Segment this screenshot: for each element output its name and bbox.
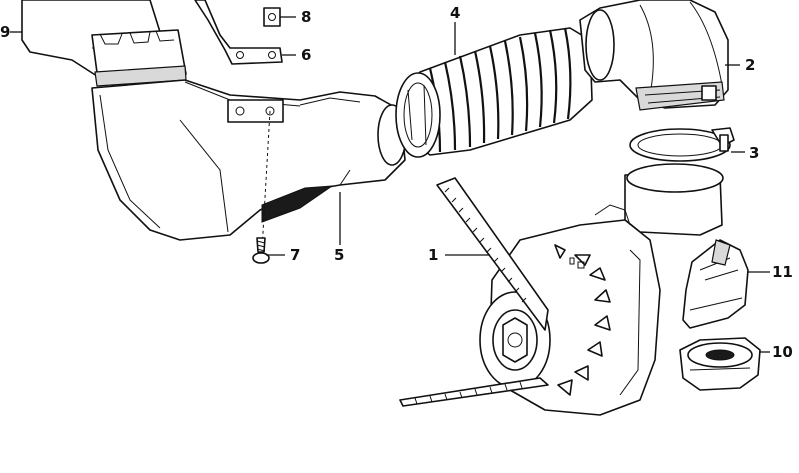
intake-duct [21, 0, 187, 87]
callout-7: 7 [290, 246, 300, 264]
grommet [679, 337, 761, 391]
callout-9: 9 [0, 23, 10, 41]
callout-4: 4 [450, 4, 460, 22]
callout-5: 5 [334, 246, 344, 264]
bracket [194, 0, 284, 123]
callout-2: 2 [745, 56, 755, 74]
v-belt [399, 177, 549, 407]
callout-3: 3 [749, 144, 759, 162]
cooling-fan [554, 244, 611, 396]
hose-clamp [629, 127, 735, 162]
bellows-hose [395, 27, 593, 158]
elbow [579, 0, 729, 111]
alternator [479, 163, 724, 416]
callout-6: 6 [301, 46, 311, 64]
screw [252, 110, 271, 264]
callout-10: 10 [772, 343, 793, 361]
callout-11: 11 [772, 263, 793, 281]
leader-lines [10, 16, 770, 353]
callout-1: 1 [428, 246, 438, 264]
cover-cap [682, 239, 749, 329]
callout-8: 8 [301, 8, 311, 26]
